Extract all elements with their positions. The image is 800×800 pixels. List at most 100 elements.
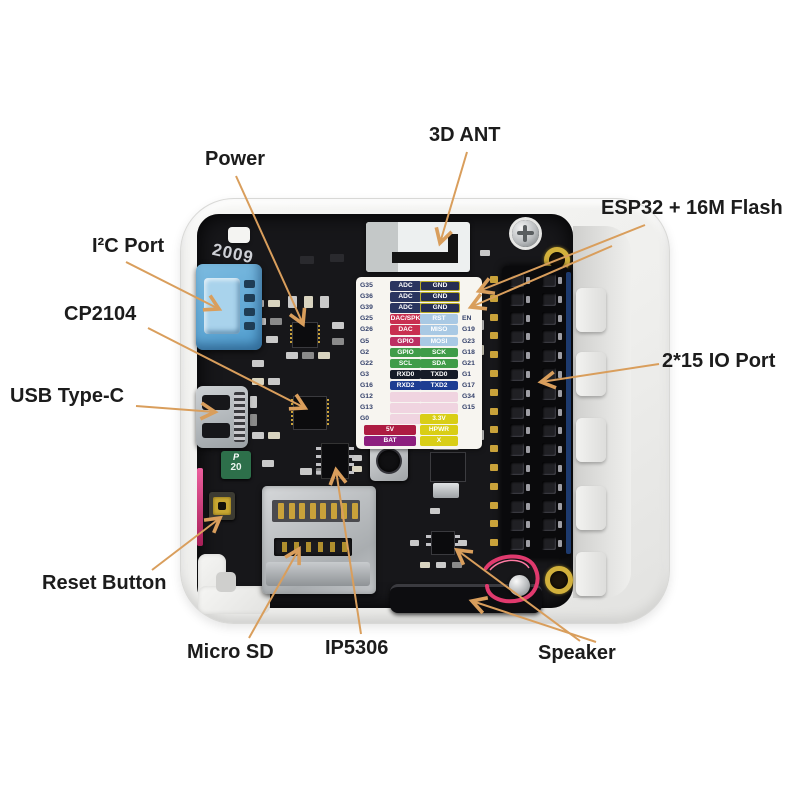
smd-passive xyxy=(436,562,446,568)
module-castellation-pad xyxy=(490,294,498,302)
pin-contact-glint xyxy=(558,521,562,529)
smd-passive xyxy=(250,414,257,426)
header-pin-hole xyxy=(542,480,556,494)
pin-function-cell: 5V xyxy=(364,425,416,435)
label-usb-type-c: USB Type-C xyxy=(10,385,125,407)
label-esp32-flash: ESP32 + 16M Flash xyxy=(601,197,783,219)
smd-passive xyxy=(270,318,282,325)
header-pin-hole xyxy=(542,537,556,551)
pin-function-cell xyxy=(390,392,421,402)
solder-blob xyxy=(509,575,530,596)
smd-passive xyxy=(430,508,440,514)
header-pin-hole xyxy=(510,537,524,551)
pin-function-cell: MOSI xyxy=(420,336,458,347)
pin-gpio-label: G13 xyxy=(360,404,373,412)
header-pin-hole xyxy=(510,368,524,381)
header-pin-hole xyxy=(542,292,556,306)
pin-gpio-label: G25 xyxy=(360,315,373,323)
pin-function-cell: RXD2 xyxy=(390,380,421,391)
pin-function-cell: ADC xyxy=(390,303,421,313)
smd-passive xyxy=(266,336,278,343)
header-pin-hole xyxy=(510,349,524,363)
smd-passive xyxy=(410,540,419,546)
smd-passive xyxy=(480,250,490,256)
pin-function-cell: RXD0 xyxy=(390,369,421,380)
pin-contact-glint xyxy=(526,389,530,397)
pin-function-cell: GND xyxy=(420,281,460,292)
pin-function-cell: MISO xyxy=(420,325,458,335)
smd-passive xyxy=(268,300,280,307)
header-pin-hole xyxy=(542,386,556,400)
pin-contact-glint xyxy=(526,465,530,472)
case-rib xyxy=(576,288,606,332)
case-post-hole xyxy=(216,572,236,592)
smd-passive xyxy=(250,396,257,408)
pin-gpio-label: G2 xyxy=(360,348,370,356)
pin-function-cell xyxy=(420,392,458,402)
module-castellation-pad xyxy=(490,313,498,321)
pin-contact-glint xyxy=(526,408,530,416)
header-pin-hole xyxy=(542,443,556,457)
pin-contact-glint xyxy=(558,314,562,322)
smd-passive xyxy=(300,468,312,475)
smd-passive xyxy=(286,352,298,359)
header-pin-hole xyxy=(542,311,556,325)
case-clip-tab xyxy=(228,227,250,243)
pin-gpio-label: G35 xyxy=(360,282,373,289)
pin-contact-glint xyxy=(558,371,562,378)
pin-gpio-label: G26 xyxy=(360,326,373,334)
pin-gpio-label: G36 xyxy=(360,293,373,301)
pin-contact-glint xyxy=(526,502,530,510)
smd-passive xyxy=(262,460,274,467)
pin-contact-glint xyxy=(526,446,530,454)
pin-contact-glint xyxy=(526,371,530,378)
pin-gpio-label: EN xyxy=(462,315,472,323)
pin-contact-glint xyxy=(526,540,530,548)
module-castellation-pad xyxy=(490,370,498,377)
smd-passive xyxy=(252,378,264,385)
pin-function-cell: ADC xyxy=(390,292,421,302)
fuse-label: P xyxy=(232,452,239,462)
label-cp2104: CP2104 xyxy=(64,303,137,325)
io-header-2x15 xyxy=(502,266,568,558)
smd-passive xyxy=(458,540,467,546)
pin-function-cell xyxy=(390,403,421,413)
header-pin-hole xyxy=(510,424,524,438)
pin-gpio-label: G23 xyxy=(462,337,475,345)
pin-contact-glint xyxy=(558,483,562,491)
pin-contact-glint xyxy=(558,277,562,284)
smd-passive xyxy=(252,360,264,367)
pin-contact-glint xyxy=(558,502,562,510)
module-castellation-pad xyxy=(490,332,498,340)
pin-function-cell: GPIO xyxy=(390,347,421,358)
pin-function-cell: GND xyxy=(420,303,460,314)
reset-button-component xyxy=(209,492,235,520)
sd-contacts xyxy=(272,500,360,522)
pin-gpio-label: G15 xyxy=(462,404,475,412)
header-pin-hole xyxy=(510,462,524,475)
pin-function-cell: RST xyxy=(420,314,458,324)
header-pin-hole xyxy=(510,386,524,400)
case-rib xyxy=(576,552,606,596)
header-pin-hole xyxy=(510,499,524,513)
smd-passive xyxy=(304,296,313,308)
module-castellation-pad xyxy=(490,351,498,359)
pin-contact-glint xyxy=(558,446,562,454)
smd-passive xyxy=(352,466,362,472)
pin-gpio-label: G5 xyxy=(360,337,370,345)
pin-gpio-label: G12 xyxy=(360,393,373,400)
pin-contact-glint xyxy=(526,295,530,303)
pin-function-cell xyxy=(390,414,421,424)
pin-function-cell: GND xyxy=(420,292,460,303)
pin-function-cell xyxy=(420,403,458,413)
pin-gpio-label: G22 xyxy=(360,359,373,367)
pin-function-cell: GPIO xyxy=(390,336,421,347)
smd-passive xyxy=(302,352,314,359)
label-micro-sd: Micro SD xyxy=(187,641,274,663)
smd-passive xyxy=(352,455,362,461)
screw xyxy=(512,220,539,247)
pin-gpio-label: G3 xyxy=(360,370,370,378)
header-pin-hole xyxy=(510,330,524,344)
smd-passive xyxy=(420,562,430,568)
